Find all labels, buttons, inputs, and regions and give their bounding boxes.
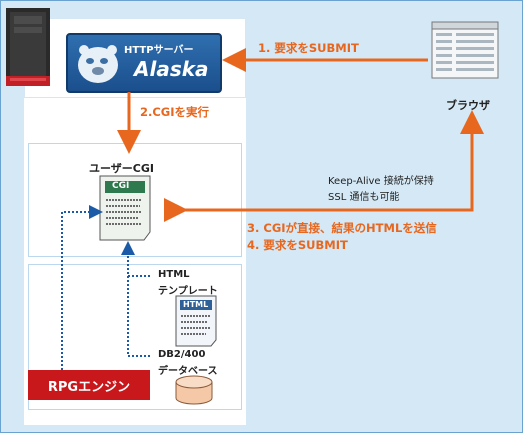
polar-bear-icon (78, 45, 118, 83)
html-template-line2: テンプレート (158, 286, 218, 297)
alaska-http-server: HTTPサーバー Alaska (66, 33, 222, 93)
html-doc-label: HTML (183, 300, 209, 309)
db-line2: データベース (158, 366, 218, 377)
rpg-engine-block: RPGエンジン (28, 370, 150, 400)
db-line1: DB2/400 (158, 349, 206, 360)
browser-label: ブラウザ (446, 99, 490, 112)
server-product-line2: Alaska (134, 57, 209, 81)
cgi-doc-label: CGI (112, 181, 130, 191)
server-product-line1: HTTPサーバー (124, 45, 194, 56)
note-keepalive: Keep-Alive 接続が保持 (328, 176, 434, 187)
rpg-engine-label: RPGエンジン (47, 379, 131, 395)
label-submit-1: 1. 要求をSUBMIT (258, 41, 359, 55)
cgi-title: ユーザーCGI (89, 162, 154, 175)
label-cgi-send: 3. CGIが直接、結果のHTMLを送信 (247, 221, 437, 235)
label-submit-4: 4. 要求をSUBMIT (247, 238, 348, 252)
html-template-line1: HTML (158, 269, 190, 280)
note-ssl: SSL 通信も可能 (328, 192, 400, 203)
label-cgi-exec: 2.CGIを実行 (140, 105, 210, 119)
